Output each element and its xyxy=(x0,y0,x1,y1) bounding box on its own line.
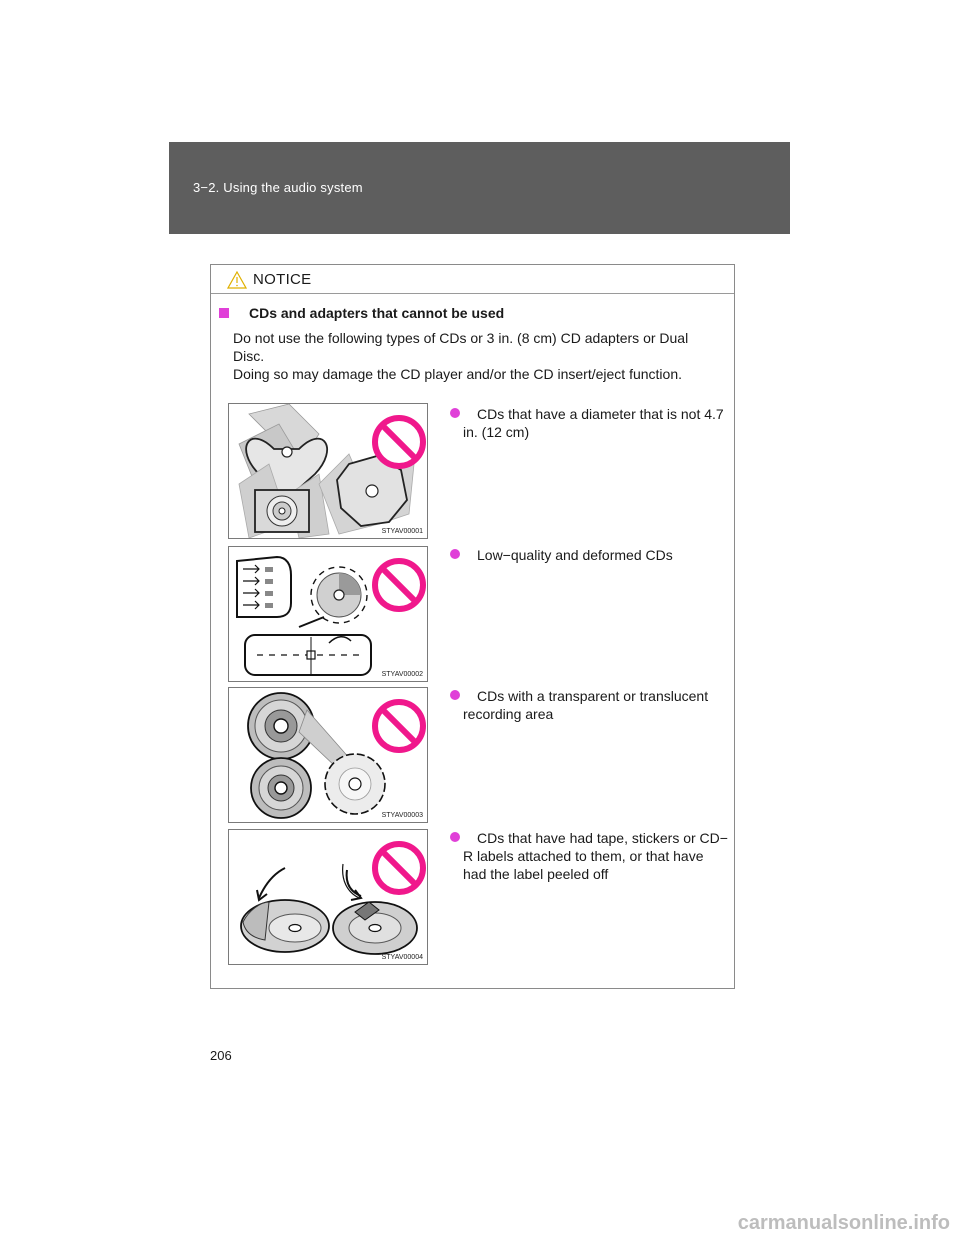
item-text: CDs that have had tape, stickers or CD− xyxy=(477,830,728,846)
item-text: R labels attached to them, or that have xyxy=(463,848,704,864)
round-bullet-icon xyxy=(450,549,460,559)
intro-line: Do not use the following types of CDs or… xyxy=(233,330,689,346)
item-text: in. (12 cm) xyxy=(463,424,530,440)
figure-labeled-cds: STYAV00004 xyxy=(228,829,428,965)
figure-code: STYAV00003 xyxy=(381,812,423,819)
section-title: 3−2. Using the audio system xyxy=(193,180,363,195)
notice-header: NOTICE xyxy=(211,265,734,294)
list-item: Low−quality and deformed CDs xyxy=(441,546,741,564)
figure-code: STYAV00002 xyxy=(381,671,423,678)
list-item: CDs that have a diameter that is not 4.7… xyxy=(441,405,741,441)
item-text: CDs that have a diameter that is not 4.7 xyxy=(477,406,724,422)
figure-code: STYAV00004 xyxy=(381,954,423,961)
notice-title: NOTICE xyxy=(253,271,312,288)
round-bullet-icon xyxy=(450,408,460,418)
square-bullet-icon xyxy=(219,308,229,318)
notice-intro: Do not use the following types of CDs or… xyxy=(233,329,733,383)
watermark: carmanualsonline.info xyxy=(737,1212,950,1234)
item-text: CDs with a transparent or translucent xyxy=(477,688,709,704)
figure-deformed-cds: STYAV00002 xyxy=(228,546,428,682)
figure-odd-shaped-cds: STYAV00001 xyxy=(228,403,428,539)
notice-box: NOTICE CDs and adapters that cannot be u… xyxy=(210,264,735,989)
item-text: Low−quality and deformed CDs xyxy=(477,547,673,563)
round-bullet-icon xyxy=(450,832,460,842)
notice-section-title: CDs and adapters that cannot be used xyxy=(249,305,505,321)
list-item: CDs that have had tape, stickers or CD− … xyxy=(441,829,741,883)
list-item: CDs with a transparent or translucent re… xyxy=(441,687,741,723)
intro-line: Doing so may damage the CD player and/or… xyxy=(233,366,683,382)
chapter-header-bar: 3−2. Using the audio system xyxy=(169,142,790,234)
figure-code: STYAV00001 xyxy=(381,528,423,535)
figure-transparent-cds: STYAV00003 xyxy=(228,687,428,823)
item-text: recording area xyxy=(463,706,554,722)
round-bullet-icon xyxy=(450,690,460,700)
page-number: 206 xyxy=(210,1048,232,1063)
item-text: had the label peeled off xyxy=(463,866,609,882)
intro-line: Disc. xyxy=(233,348,265,364)
warning-triangle-icon xyxy=(227,271,247,289)
